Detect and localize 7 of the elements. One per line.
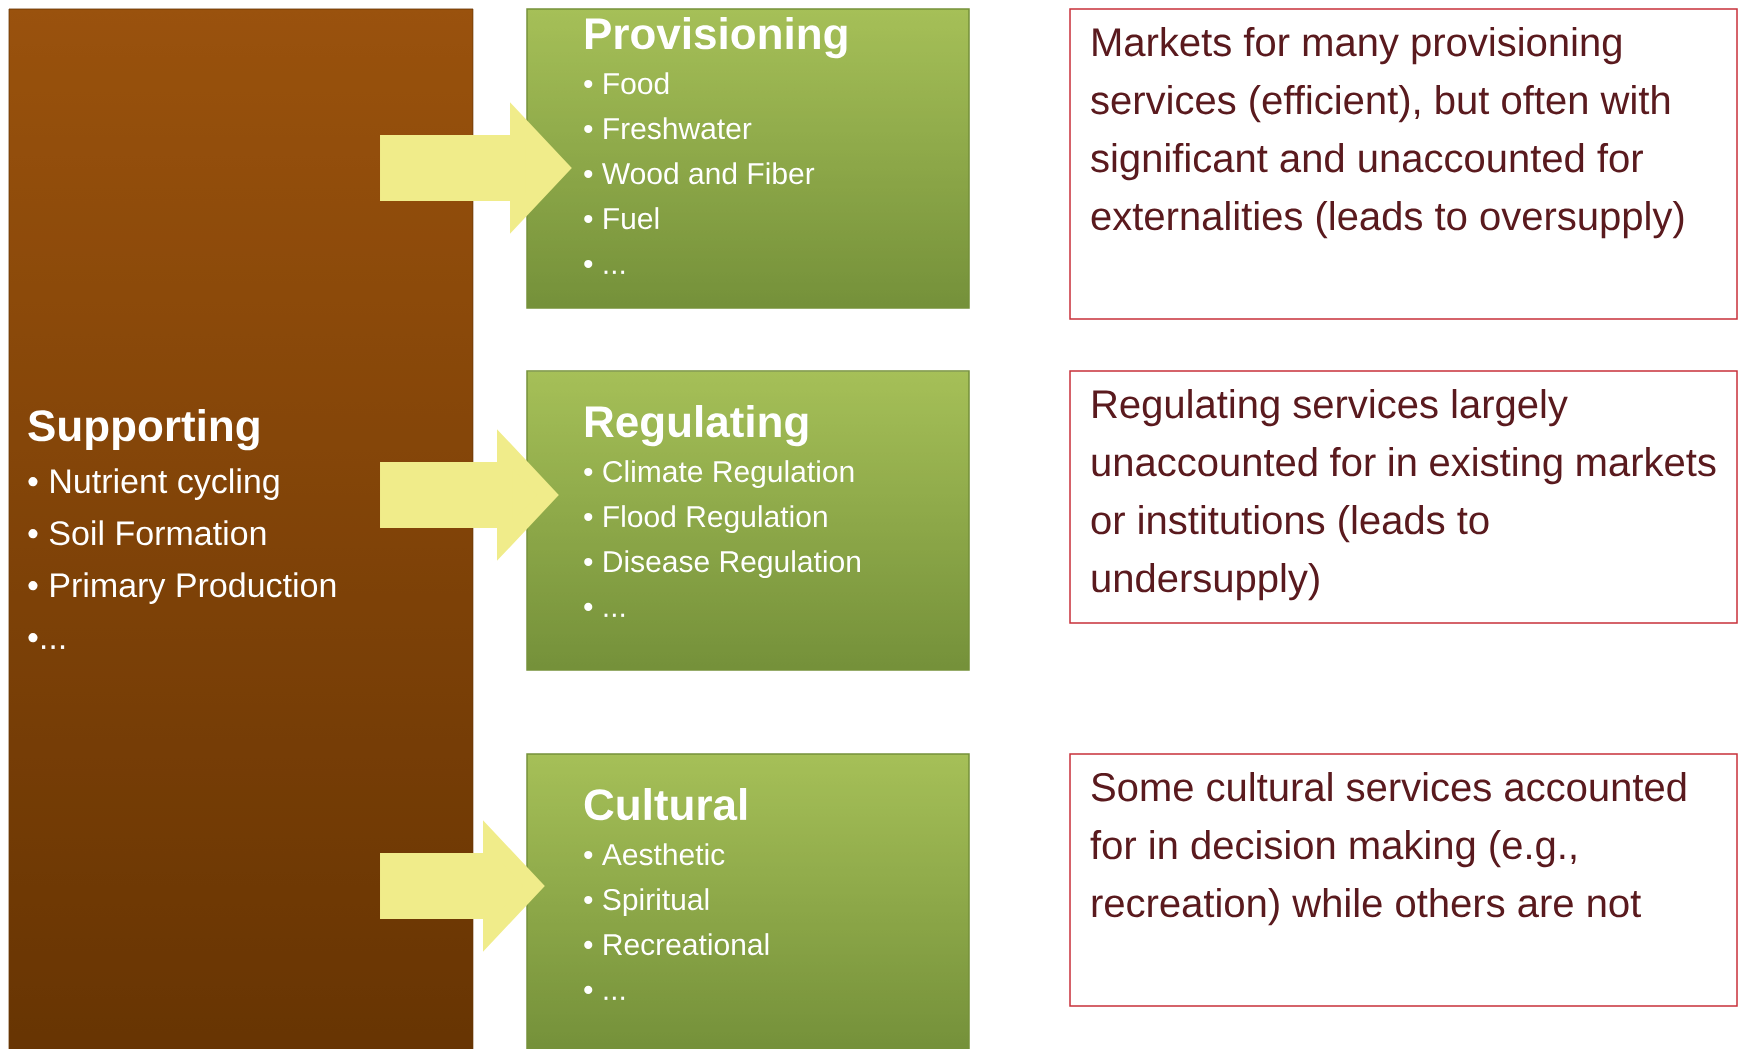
supporting-box: Supporting • Nutrient cycling • Soil Formation • Primary Production •... [8, 8, 474, 1049]
service-box: Cultural • Aesthetic • Spiritual • Recreational • ... [526, 753, 970, 1049]
service-box: Provisioning • Food • Freshwater • Wood and Fiber • Fuel • ... [526, 8, 970, 309]
service-box: Regulating • Climate Regulation • Flood Regulation • Disease Regulation • ... [526, 370, 970, 671]
note-box: Markets for many provisioning services (efficient), but often with significant and unaccounted for externalities (leads to oversupply) [1069, 8, 1738, 320]
note-box: Some cultural services accounted for in decision making (e.g., recreation) while others are not [1069, 753, 1738, 1007]
note-box: Regulating services largely unaccounted for in existing markets or institutions (leads to undersupply) [1069, 370, 1738, 624]
